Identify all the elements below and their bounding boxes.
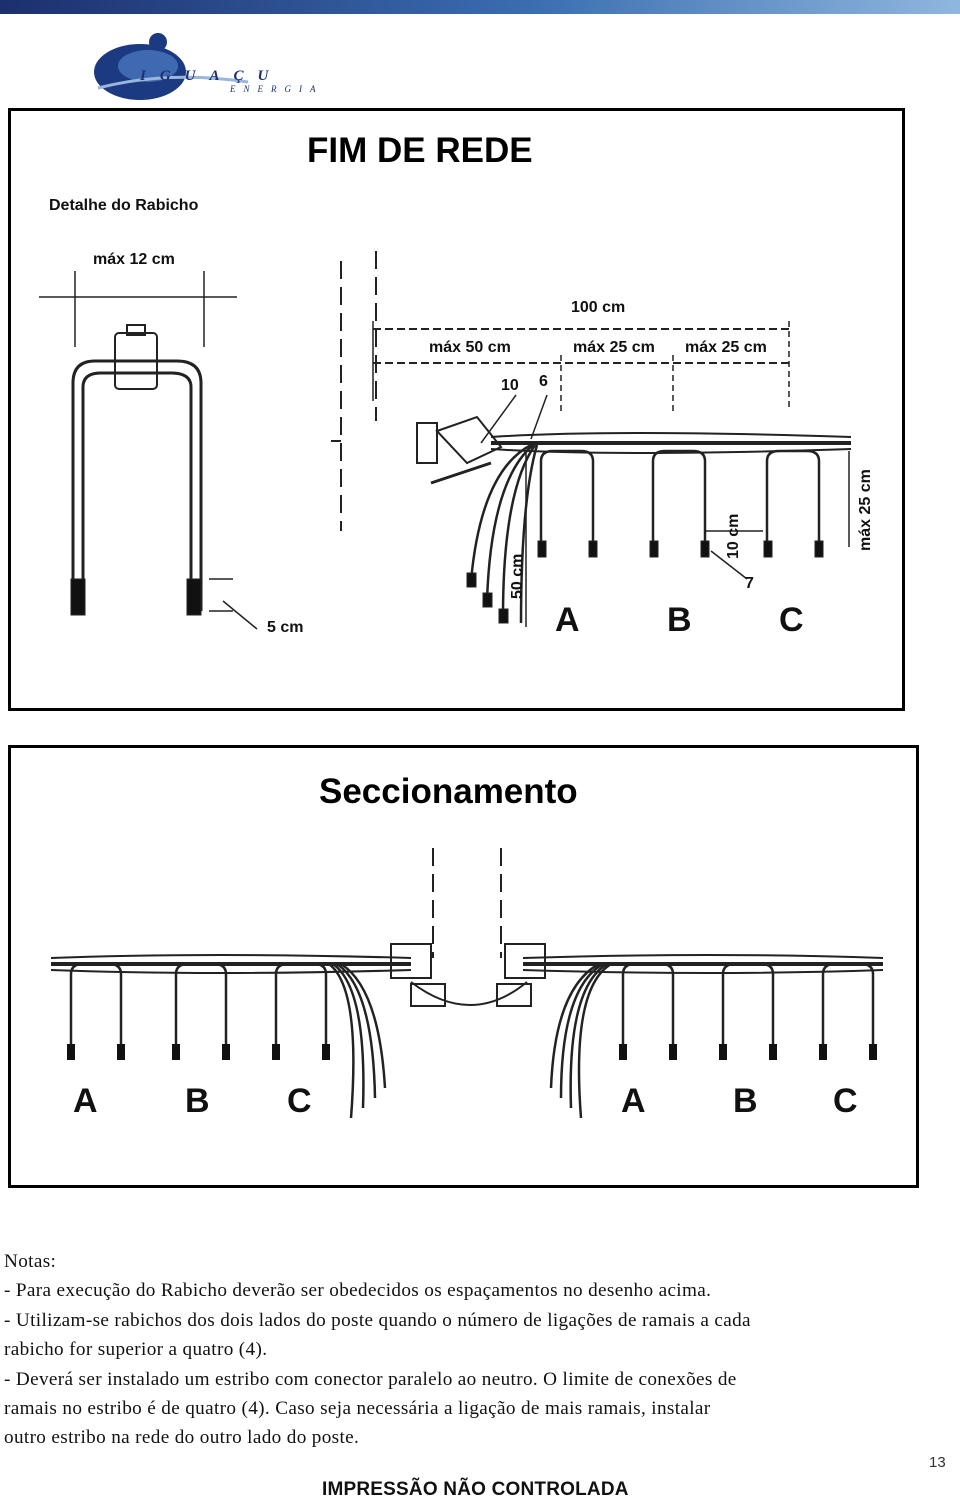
figure-seccionamento: Seccionamento A B C A B C: [8, 745, 919, 1188]
notes-line: rabicho for superior a quatro (4).: [4, 1339, 268, 1361]
phase-a-right: A: [621, 1082, 646, 1120]
callout-10: 10: [501, 377, 519, 394]
dim-max12: máx 12 cm: [93, 251, 175, 268]
figure2-title: Seccionamento: [319, 772, 578, 811]
seccionamento-drawing: [50, 848, 884, 1119]
phase-a-left: A: [73, 1082, 98, 1120]
dim-10cm: 10 cm: [725, 513, 742, 559]
dim-max25-b: máx 25 cm: [685, 339, 767, 356]
phase-b-right: B: [733, 1082, 758, 1120]
dim-100cm: 100 cm: [571, 299, 626, 316]
notes-line: outro estribo na rede do outro lado do p…: [4, 1427, 360, 1449]
figure1-title: FIM DE REDE: [307, 131, 533, 170]
notes-section: Notas: - Para execução do Rabicho deverã…: [4, 1247, 949, 1453]
callout-6: 6: [539, 373, 548, 390]
footer-text: IMPRESSÃO NÃO CONTROLADA: [322, 1479, 629, 1500]
notes-line: - Deverá ser instalado um estribo com co…: [4, 1368, 737, 1390]
callout-7: 7: [745, 575, 754, 592]
dim-5cm: 5 cm: [267, 619, 304, 636]
dim-max25-a: máx 25 cm: [573, 339, 655, 356]
dim-max50: máx 50 cm: [429, 339, 511, 356]
dim-max25-vertical: máx 25 cm: [857, 469, 874, 551]
header-color-bar: [0, 0, 960, 14]
dim-50cm: 50 cm: [509, 553, 526, 599]
company-logo: IGUAÇU ENERGIA: [88, 30, 348, 110]
phase-b-left: B: [185, 1082, 210, 1120]
notes-line: - Para execução do Rabicho deverão ser o…: [4, 1280, 712, 1302]
phase-a: A: [555, 601, 580, 639]
phase-c-right: C: [833, 1082, 858, 1120]
phase-c-left: C: [287, 1082, 312, 1120]
logo-brand-text: IGUAÇU: [140, 68, 283, 84]
notes-line: - Utilizam-se rabichos dos dois lados do…: [4, 1309, 751, 1331]
detail-title: Detalhe do Rabicho: [49, 197, 199, 214]
phase-b: B: [667, 601, 692, 639]
notes-line: ramais no estribo é de quatro (4). Caso …: [4, 1398, 711, 1420]
fim-de-rede-drawing: [39, 251, 852, 630]
page-number: 13: [929, 1454, 946, 1471]
logo-sub-text: ENERGIA: [230, 84, 324, 94]
notes-heading: Notas:: [4, 1251, 57, 1272]
figure-fim-de-rede: FIM DE REDE Detalhe do Rabicho máx 12 cm…: [8, 108, 905, 711]
logo-globe-icon: [94, 33, 249, 100]
phase-c: C: [779, 601, 804, 639]
